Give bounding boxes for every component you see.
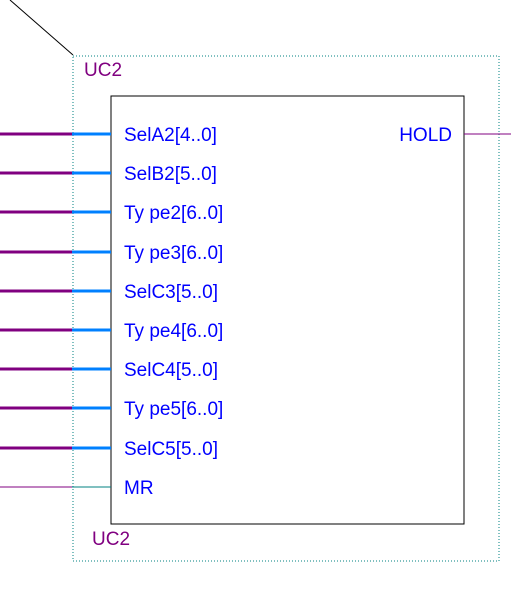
pin-mr[interactable]: MR <box>0 478 154 499</box>
pin-label: HOLD <box>399 125 452 146</box>
component-body[interactable] <box>110 95 465 525</box>
selection-frame <box>72 55 500 562</box>
left-pins: SelA2[4..0] SelB2[5..0] Ty pe2[6..0] Ty pe3… <box>0 125 223 499</box>
pin-label: SelB2[5..0] <box>124 164 217 185</box>
pin-label: SelC4[5..0] <box>124 360 218 381</box>
pin-hold[interactable]: HOLD <box>399 125 511 146</box>
pin-label: Ty pe2[6..0] <box>124 203 223 224</box>
pin-label: Ty pe5[6..0] <box>124 399 223 420</box>
designator-bottom: UC2 <box>92 529 130 550</box>
pin-selc3-5-0[interactable]: SelC3[5..0] <box>0 282 218 303</box>
pin-label: SelA2[4..0] <box>124 125 217 146</box>
designator-top: UC2 <box>84 60 122 81</box>
pin-selc4-5-0[interactable]: SelC4[5..0] <box>0 360 218 381</box>
pin-label: SelC5[5..0] <box>124 439 218 460</box>
pin-ty-pe3-6-0[interactable]: Ty pe3[6..0] <box>0 243 223 264</box>
pin-ty-pe4-6-0[interactable]: Ty pe4[6..0] <box>0 321 223 342</box>
pin-selb2-5-0[interactable]: SelB2[5..0] <box>0 164 217 185</box>
pin-ty-pe2-6-0[interactable]: Ty pe2[6..0] <box>0 203 223 224</box>
pin-selc5-5-0[interactable]: SelC5[5..0] <box>0 439 218 460</box>
right-pins: HOLD <box>399 125 511 146</box>
pin-label: Ty pe4[6..0] <box>124 321 223 342</box>
pin-ty-pe5-6-0[interactable]: Ty pe5[6..0] <box>0 399 223 420</box>
pin-label: SelC3[5..0] <box>124 282 218 303</box>
pin-sela2-4-0[interactable]: SelA2[4..0] <box>0 125 217 146</box>
leader-line <box>9 0 74 56</box>
pin-label: MR <box>124 478 154 499</box>
pin-label: Ty pe3[6..0] <box>124 243 223 264</box>
